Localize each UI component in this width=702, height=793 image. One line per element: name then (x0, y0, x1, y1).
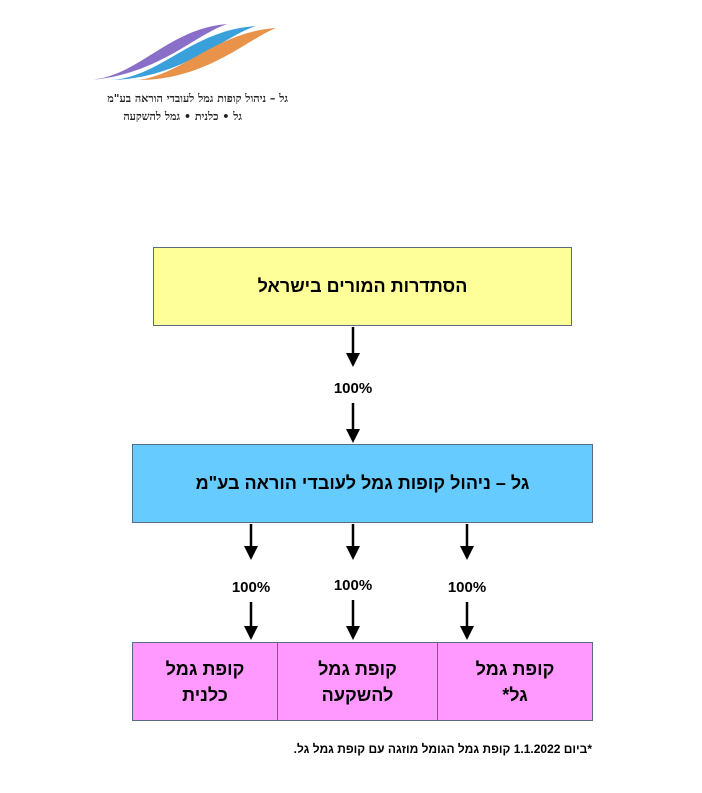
kalanit-fund-percentage: 100% (231, 579, 271, 596)
logo-products-line: גל • כלנית • גמל להשקעה (123, 110, 242, 123)
arrow-down-icon (346, 600, 360, 640)
company-logo: גל – ניהול קופות גמל לעובדי הוראה בע"מ ג… (60, 18, 300, 128)
teachers-union-box: הסתדרות המורים בישראל (153, 247, 572, 326)
arrow-down-icon (460, 524, 474, 560)
gal-fund-percentage: 100% (447, 579, 487, 596)
arrow-down-icon (346, 403, 360, 443)
investment-fund-box: קופת גמל להשקעה (277, 642, 438, 721)
arrow-down-icon (244, 524, 258, 560)
arrow-down-icon (460, 602, 474, 640)
logo-waves-icon (88, 24, 276, 80)
arrow-down-icon (346, 327, 360, 367)
investment-fund-percentage: 100% (333, 577, 373, 594)
kalanit-fund-box: קופת גמל כלנית (132, 642, 278, 721)
top-ownership-percentage: 100% (333, 380, 373, 397)
merger-footnote: *ביום 1.1.2022 קופת גמל הגומל מוזגה עם ק… (293, 742, 592, 756)
gal-fund-box: קופת גמל גל* (437, 642, 593, 721)
arrow-down-icon (244, 602, 258, 640)
logo-company-name: גל – ניהול קופות גמל לעובדי הוראה בע"מ (107, 92, 288, 105)
arrow-down-icon (346, 524, 360, 560)
gal-management-company-box: גל – ניהול קופות גמל לעובדי הוראה בע"מ (132, 444, 593, 523)
